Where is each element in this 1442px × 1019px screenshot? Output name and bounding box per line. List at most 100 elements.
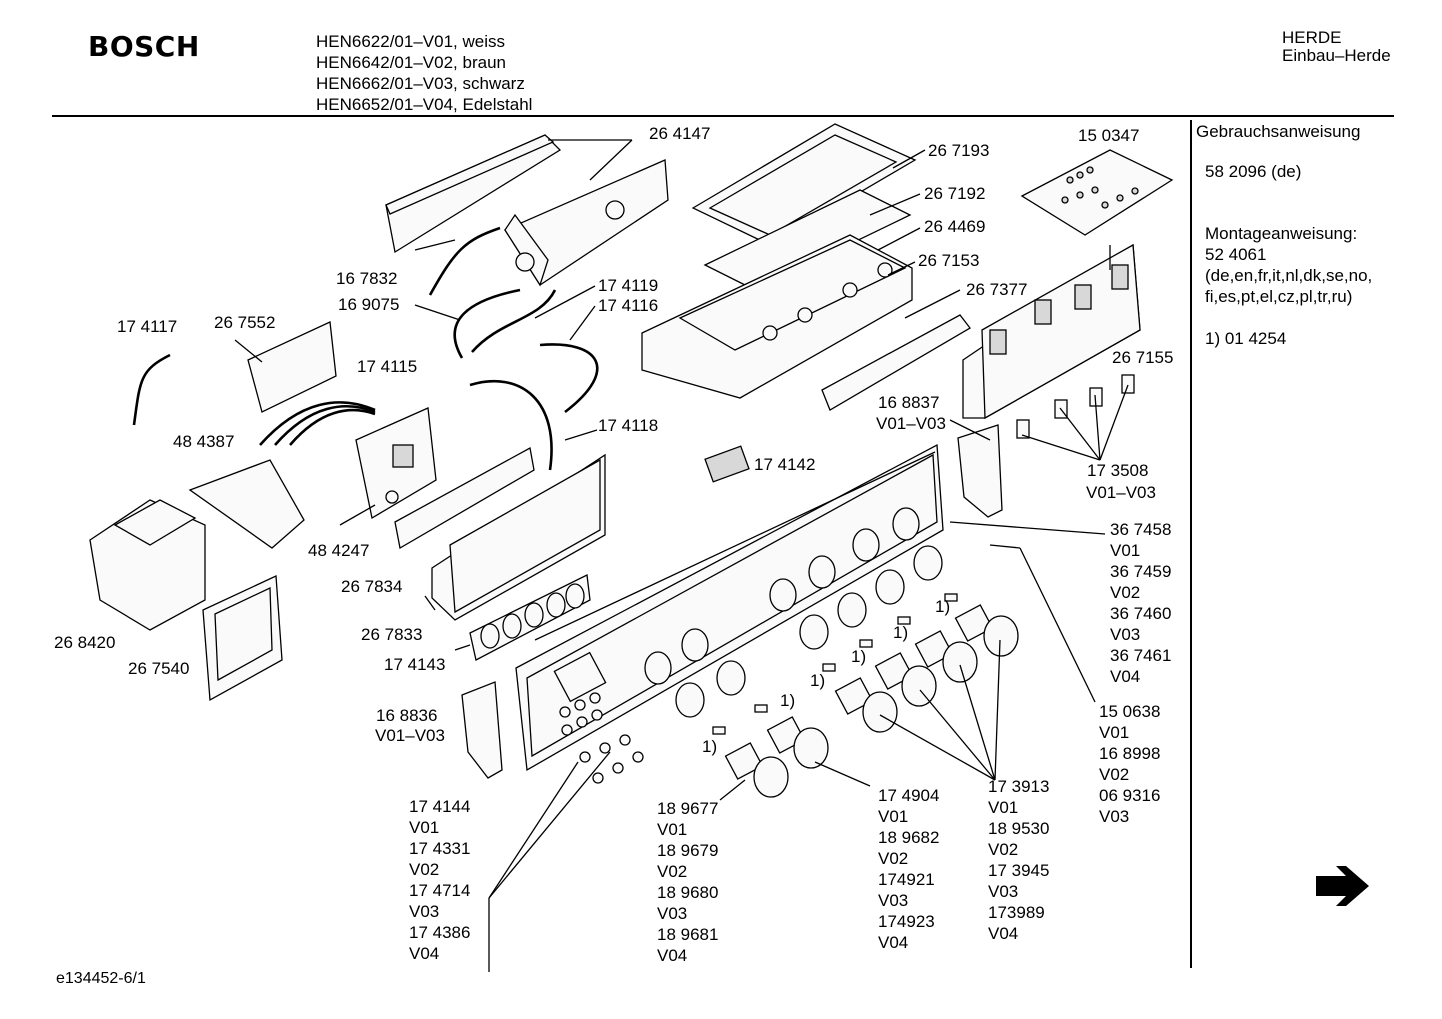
footnote-marker: 1) (780, 691, 795, 710)
assembly-languages: (de,en,fr,it,nl,dk,se,no, (1205, 266, 1373, 285)
part-number: 16 8836 (376, 706, 437, 725)
part-number: 26 7540 (128, 659, 189, 678)
switch-knob (515, 252, 535, 272)
part-variant: V01 (878, 807, 908, 826)
manual-title: Gebrauchsanweisung (1196, 122, 1361, 141)
model-line: HEN6642/01–V02, braun (316, 53, 506, 72)
clock-buttons (559, 692, 603, 736)
part-number: 06 9316 (1099, 786, 1160, 805)
footnote-marker: 1) (702, 737, 717, 756)
part-variant: V01–V03 (375, 726, 445, 745)
button (565, 583, 585, 609)
terminal-strip (188, 459, 305, 549)
knob-ring (875, 569, 905, 605)
part-variant: V01 (657, 820, 687, 839)
part-number: 17 4115 (357, 357, 417, 376)
knob-hole (769, 578, 797, 612)
footnote-marker: 1) (810, 671, 825, 690)
part-number: 18 9680 (657, 883, 718, 902)
wire-harness (471, 289, 557, 353)
part-number: 16 8998 (1099, 744, 1160, 763)
part-number: 173989 (988, 903, 1045, 922)
symbol-label (859, 639, 873, 648)
side-bracket-right (957, 424, 1003, 518)
relay (1034, 299, 1052, 325)
part-variant: V03 (657, 904, 687, 923)
wire-harness (453, 288, 521, 359)
part-number: 16 9075 (338, 295, 399, 314)
control-knob (914, 630, 978, 683)
part-number: 15 0347 (1078, 126, 1139, 145)
part-number: 26 7155 (1112, 348, 1173, 367)
bracket-strip (821, 314, 971, 411)
wire-harness (289, 408, 376, 446)
brand-logo: BOSCH (88, 30, 200, 63)
housing-screw (762, 325, 778, 341)
part-variant: V04 (409, 944, 439, 963)
relay (1111, 264, 1129, 290)
manual-number: 58 2096 (de) (1205, 162, 1302, 181)
button (502, 613, 522, 639)
switch-knob (605, 200, 625, 220)
part-number: 17 4904 (878, 786, 939, 805)
part-variant: V02 (988, 840, 1018, 859)
part-number: 17 4386 (409, 923, 470, 942)
wire-harness (539, 343, 599, 414)
cover-strip-top (385, 134, 555, 215)
part-number: 26 7833 (361, 625, 422, 644)
part-number: 17 4144 (409, 797, 470, 816)
header-divider (52, 115, 1394, 117)
knob-ring (913, 545, 943, 581)
part-variant: V03 (1110, 625, 1140, 644)
symbol-label (944, 593, 958, 602)
wire-harness (428, 226, 501, 296)
clock-window (553, 651, 607, 703)
electronics-module-front (981, 243, 1141, 420)
part-variant: V03 (1099, 807, 1129, 826)
timer-display (392, 444, 414, 468)
part-variant: V02 (409, 860, 439, 879)
part-number: 17 4116 (598, 296, 658, 315)
arrow-right-icon[interactable] (1316, 866, 1369, 906)
part-number: 174921 (878, 870, 935, 889)
display-board (394, 446, 535, 550)
part-number: 18 9530 (988, 819, 1049, 838)
assembly-title: Montageanweisung: (1205, 224, 1358, 243)
control-knob (874, 652, 937, 707)
part-variant: V02 (878, 849, 908, 868)
category-title: HERDE (1282, 28, 1342, 47)
wire-harness (274, 405, 376, 446)
part-variant: V01–V03 (1086, 483, 1156, 502)
knob-hole (808, 555, 836, 589)
symbol-label (754, 704, 768, 713)
main-housing-top (678, 239, 907, 351)
control-panel-face (526, 453, 938, 758)
footnote-reference: 1) 01 4254 (1205, 329, 1287, 348)
part-number: 17 3945 (988, 861, 1049, 880)
category-block: HERDE Einbau–Herde (1282, 29, 1391, 65)
display-window (704, 445, 750, 483)
part-number: 17 3913 (988, 777, 1049, 796)
part-number: 17 4143 (384, 655, 445, 674)
part-number: 17 4117 (117, 317, 177, 336)
category-subtitle: Einbau–Herde (1282, 46, 1391, 65)
knob-hole (852, 528, 880, 562)
part-number: 17 4714 (409, 881, 470, 900)
part-number: 174923 (878, 912, 935, 931)
symbol-label (712, 726, 726, 735)
knob-hole (681, 628, 709, 662)
part-number: 26 8420 (54, 633, 115, 652)
part-number: 18 9682 (878, 828, 939, 847)
control-knob (766, 716, 829, 769)
wire-harness (469, 380, 553, 471)
timer-knob (385, 490, 399, 504)
housing-screw (877, 262, 893, 278)
assembly-languages: fi,es,pt,el,cz,pl,tr,ru) (1205, 287, 1353, 306)
part-variant: V02 (657, 862, 687, 881)
clip (1016, 419, 1030, 439)
part-number: 26 7192 (924, 184, 985, 203)
part-variant: V04 (657, 946, 687, 965)
part-number: 26 7193 (928, 141, 989, 160)
part-variant: V01 (988, 798, 1018, 817)
